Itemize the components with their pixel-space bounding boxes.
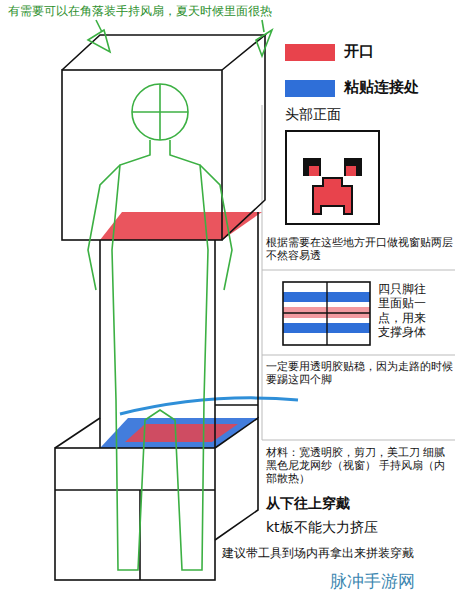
legend-swatch <box>285 44 335 61</box>
legs-edge <box>55 489 215 491</box>
legs-face <box>55 448 215 580</box>
box-heading: 头部正面 <box>285 106 341 124</box>
figure-line <box>159 84 161 140</box>
face-eye <box>346 166 356 176</box>
tape-note: 一定要用透明胶贴稳，因为走路的时候要踢这四个脚 <box>266 360 454 386</box>
materials-note: 材料：宽透明胶，剪刀，美工刀 细腻黑色尼龙网纱（视窗） 手持风扇（内部散热） <box>266 446 456 486</box>
fan-note: 有需要可以在角落装手持风扇，夏天时候里面很热 <box>8 4 272 18</box>
separator-line <box>262 355 455 356</box>
panel-separators <box>262 105 455 440</box>
separator-line <box>262 270 455 271</box>
face-mouth <box>313 178 352 214</box>
wear-note: 从下往上穿戴 <box>266 495 350 512</box>
creeper-face <box>303 158 362 214</box>
face-eye <box>309 166 319 176</box>
head-cube <box>62 35 265 240</box>
legs-edge <box>215 404 258 406</box>
joint-leader <box>120 398 298 414</box>
body-edge <box>99 240 101 448</box>
figure-legs <box>116 400 204 570</box>
separator-line <box>262 105 263 440</box>
feet-note: 四只脚往里面贴一点，用来支撑身体 <box>378 282 436 340</box>
body-edge <box>214 240 216 448</box>
figure-arms <box>88 165 232 290</box>
feet-divider <box>283 312 370 313</box>
board-note: kt板不能大力挤压 <box>266 519 378 536</box>
separator-line <box>262 440 455 441</box>
face-eye <box>303 158 321 176</box>
figure-body <box>112 140 208 400</box>
joint-area <box>100 418 258 448</box>
figure-head <box>132 84 188 140</box>
body-edge <box>257 212 259 418</box>
legend-label: 开口 <box>344 42 374 61</box>
watermark: 脉冲手游网 <box>330 571 415 591</box>
feet-diagram <box>283 282 370 345</box>
fan-icon <box>88 20 272 56</box>
opening-area <box>125 424 238 442</box>
fan-icon <box>88 30 110 52</box>
legs-edge <box>55 418 100 448</box>
fan-icon <box>256 30 272 56</box>
fan-leader <box>262 20 264 32</box>
wearer-figure <box>88 84 232 570</box>
body-prism <box>100 212 258 448</box>
legs-edge <box>215 418 258 540</box>
feet-outline <box>283 282 370 345</box>
face-box: 头部正面 <box>285 130 380 225</box>
face-eye <box>344 158 362 176</box>
assembly-note: 建议带工具到场内再拿出来拼装穿戴 <box>222 546 414 560</box>
window-note: 根据需要在这些地方开口做视窗贴两层不然容易透 <box>266 236 456 262</box>
legend-swatch <box>285 80 335 97</box>
legend-label: 粘贴连接处 <box>344 78 419 97</box>
cube-face <box>62 70 222 240</box>
fan-leader <box>96 20 102 32</box>
cube-edge <box>62 35 265 70</box>
cube-edge <box>222 35 265 240</box>
